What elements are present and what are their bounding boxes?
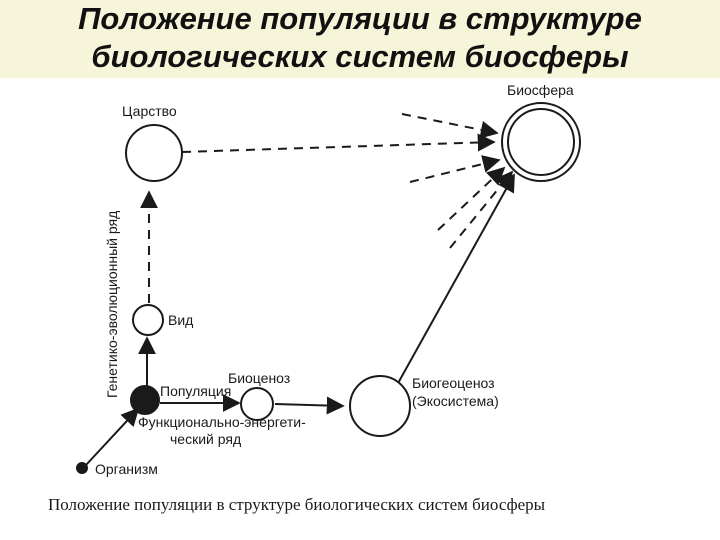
dashed-arrow-4 <box>449 170 514 249</box>
node-organism <box>76 462 88 474</box>
label-functional-series-line1: Функционально-энергети- <box>138 414 306 430</box>
node-species <box>132 304 164 336</box>
figure-caption: Положение популяции в структуре биологич… <box>48 495 546 514</box>
diagram-svg: Биосфера Царство Вид Популяция Биоценоз … <box>48 82 581 514</box>
label-functional-series-line2: ческий ряд <box>170 431 241 447</box>
label-genetic-evolutionary-series: Генетико-эволюционный ряд <box>104 211 120 398</box>
label-biocenosis: Биоценоз <box>228 370 290 386</box>
label-biogeocenosis-line1: Биогеоценоз <box>412 375 495 391</box>
diagram-figure: Биосфера Царство Вид Популяция Биоценоз … <box>0 78 720 540</box>
dashed-arrow-2 <box>409 155 501 183</box>
arrow-kingdom-to-biosphere <box>181 133 496 153</box>
label-organism: Организм <box>95 461 158 477</box>
node-biocenosis <box>240 387 274 421</box>
slide-title-line-1: Положение популяции в структуре <box>78 1 642 36</box>
node-population <box>130 385 160 415</box>
dashed-arrow-1 <box>401 113 499 139</box>
slide-title-line-2: биологических систем биосферы <box>91 39 629 74</box>
node-biogeocenosis <box>349 375 411 437</box>
arrow-biocenosis-to-biogeocenosis <box>274 396 345 415</box>
node-kingdom <box>125 124 183 182</box>
node-biosphere <box>501 102 581 182</box>
label-biogeocenosis-line2: (Экосистема) <box>412 393 499 409</box>
arrow-organism-to-population <box>85 407 140 466</box>
slide-header: Положение популяции в структуре биологич… <box>0 0 720 78</box>
arrow-biogeocenosis-to-biosphere <box>396 173 515 386</box>
label-kingdom: Царство <box>122 103 177 119</box>
label-species: Вид <box>168 312 193 328</box>
label-biosphere: Биосфера <box>507 82 574 98</box>
label-population: Популяция <box>160 383 231 399</box>
